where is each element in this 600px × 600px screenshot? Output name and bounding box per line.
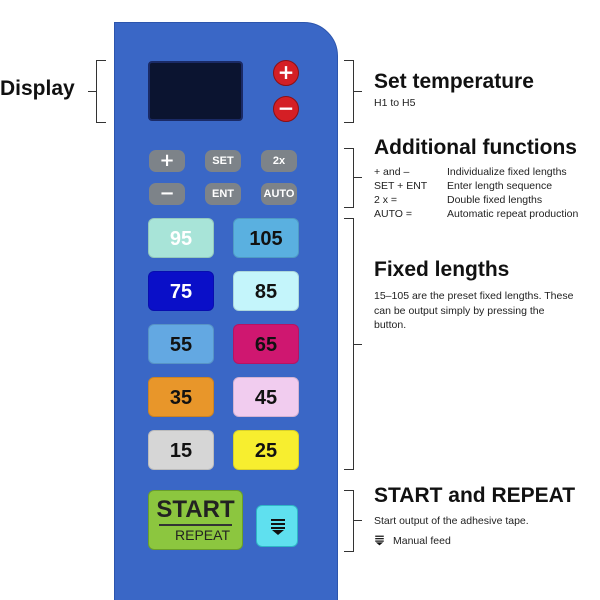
display-bracket: [96, 60, 106, 123]
length-button-85[interactable]: 85: [233, 271, 299, 311]
temperature-bracket: [344, 60, 354, 123]
start-repeat-description: Start output of the adhesive tape.: [374, 515, 529, 527]
manual-feed-button[interactable]: [256, 505, 298, 547]
length-button-15[interactable]: 15: [148, 430, 214, 470]
start-label: START: [156, 496, 235, 523]
function-row: SET + ENT Enter length sequence: [374, 180, 552, 192]
function-desc: Automatic repeat production: [447, 208, 579, 220]
length-button-25[interactable]: 25: [233, 430, 299, 470]
function-desc: Double fixed lengths: [447, 194, 543, 206]
temp-plus-button[interactable]: +: [273, 60, 299, 86]
function-key: 2 x =: [374, 194, 398, 206]
set-temperature-heading: Set temperature: [374, 70, 534, 93]
function-key: + and –: [374, 166, 410, 178]
start-bracket: [344, 490, 354, 552]
fixed-lengths-bracket: [344, 218, 354, 470]
length-button-45[interactable]: 45: [233, 377, 299, 417]
func-auto-button[interactable]: AUTO: [261, 183, 297, 205]
temp-minus-button[interactable]: −: [273, 96, 299, 122]
set-temperature-subtext: H1 to H5: [374, 97, 416, 109]
func-double-button[interactable]: 2x: [261, 150, 297, 172]
func-ent-button[interactable]: ENT: [205, 183, 241, 205]
start-repeat-heading: START and REPEAT: [374, 484, 576, 507]
fixed-lengths-description: 15–105 are the preset fixed lengths. The…: [374, 290, 574, 331]
fixed-lengths-bracket-tick: [354, 344, 362, 345]
length-button-105[interactable]: 105: [233, 218, 299, 258]
function-desc: Enter length sequence: [447, 180, 553, 192]
function-row: 2 x = Double fixed lengths: [374, 194, 542, 206]
start-bracket-tick: [354, 520, 362, 521]
func-set-button[interactable]: SET: [205, 150, 241, 172]
manual-feed-label: Manual feed: [393, 535, 451, 547]
manual-feed-legend: Manual feed: [374, 535, 451, 547]
func-plus-button[interactable]: +: [149, 150, 185, 172]
function-key: SET + ENT: [374, 180, 428, 192]
temperature-bracket-tick: [354, 91, 362, 92]
function-row: AUTO = Automatic repeat production: [374, 208, 578, 220]
length-button-75[interactable]: 75: [148, 271, 214, 311]
functions-bracket: [344, 148, 354, 208]
manual-feed-icon: [375, 535, 384, 546]
function-desc: Individualize fixed lengths: [447, 166, 567, 178]
func-minus-button[interactable]: −: [149, 183, 185, 205]
functions-bracket-tick: [354, 177, 362, 178]
display-bracket-tick: [88, 91, 96, 92]
start-underline: [159, 524, 232, 526]
length-button-35[interactable]: 35: [148, 377, 214, 417]
length-button-65[interactable]: 65: [233, 324, 299, 364]
manual-feed-icon: [271, 519, 285, 535]
fixed-lengths-heading: Fixed lengths: [374, 258, 510, 281]
length-button-95[interactable]: 95: [148, 218, 214, 258]
function-key: AUTO =: [374, 208, 413, 220]
length-button-55[interactable]: 55: [148, 324, 214, 364]
repeat-label: REPEAT: [175, 527, 230, 543]
display-label: Display: [0, 77, 75, 100]
function-row: + and – Individualize fixed lengths: [374, 166, 567, 178]
display-screen: [148, 61, 243, 121]
additional-functions-heading: Additional functions: [374, 136, 577, 159]
start-repeat-button[interactable]: START REPEAT: [148, 490, 243, 550]
